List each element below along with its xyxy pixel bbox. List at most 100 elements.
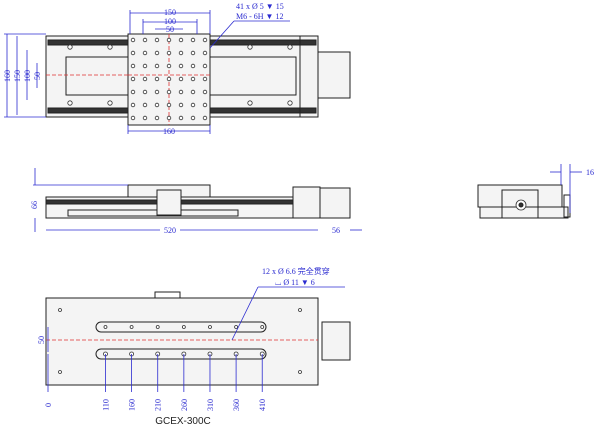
bottom-hole — [129, 325, 134, 329]
dim-left-160: 160 — [3, 70, 12, 82]
rail-screw — [247, 44, 253, 50]
rail-screw — [247, 100, 253, 106]
mount-hole — [190, 115, 196, 121]
mount-hole — [142, 37, 148, 43]
dim-50: 50 — [166, 25, 174, 34]
mount-hole — [190, 76, 196, 82]
mount-hole — [178, 76, 184, 82]
rail-screw — [67, 100, 73, 106]
rail-screw — [107, 100, 113, 106]
mount-hole — [130, 76, 136, 82]
mount-hole — [154, 37, 160, 43]
mount-hole — [202, 37, 208, 43]
end-view: 16 — [477, 164, 594, 219]
mount-hole — [178, 102, 184, 108]
position-label: 410 — [258, 399, 267, 411]
rail-screw — [287, 44, 293, 50]
mount-hole — [130, 102, 136, 108]
counterbore-callout: ⌴ Ø 11 ▼ 6 — [275, 278, 315, 287]
bottom-view: 12 x Ø 6.6 完全贯穿 ⌴ Ø 11 ▼ 6 50 0 110 160 210… — [37, 266, 351, 427]
mount-hole — [190, 63, 196, 69]
mount-hole — [178, 50, 184, 56]
bottom-hole — [260, 325, 265, 329]
bottom-hole — [208, 325, 212, 329]
mount-hole — [142, 89, 148, 95]
corner-hole — [298, 308, 302, 312]
motor-flange — [292, 186, 321, 219]
mount-hole — [154, 89, 160, 95]
side-view: 66 520 56 — [30, 168, 362, 235]
mount-hole — [154, 63, 160, 69]
dim-56: 56 — [332, 226, 340, 235]
dim-100: 100 — [164, 17, 176, 26]
dim-left-150: 150 — [13, 70, 22, 82]
corner-hole — [58, 308, 62, 312]
mount-hole — [166, 115, 172, 121]
mount-hole — [142, 63, 148, 69]
dim-66: 66 — [30, 201, 39, 209]
mount-hole — [154, 50, 160, 56]
motor-side — [319, 187, 351, 219]
mount-hole — [202, 50, 208, 56]
dim-left-100: 100 — [23, 70, 32, 82]
mount-hole — [166, 102, 172, 108]
mount-hole — [202, 76, 208, 82]
mount-hole — [130, 89, 136, 95]
mount-hole — [166, 50, 172, 56]
dim-520: 520 — [164, 226, 176, 235]
position-label: 210 — [154, 399, 163, 411]
mount-hole — [166, 76, 172, 82]
dim-left-50: 50 — [33, 72, 42, 80]
model-caption: GCEX-300C — [155, 416, 211, 427]
mount-hole — [202, 102, 208, 108]
dim-160: 160 — [163, 127, 175, 136]
dim-16: 16 — [586, 168, 594, 177]
corner-hole — [58, 370, 62, 374]
mount-hole — [178, 63, 184, 69]
mount-hole — [178, 37, 184, 43]
mount-hole — [178, 115, 184, 121]
mount-hole — [154, 102, 160, 108]
position-label: 160 — [128, 399, 137, 411]
position-label: 110 — [101, 399, 110, 411]
corner-hole — [298, 370, 302, 374]
mount-hole — [142, 76, 148, 82]
through-hole-callout: 12 x Ø 6.6 完全贯穿 — [262, 266, 330, 276]
dim-150: 150 — [164, 8, 176, 17]
top-view: 150 100 50 41 x Ø 5 ▼ 15 M6 - 6H ▼ 12 16… — [3, 2, 351, 136]
hole-callout: 41 x Ø 5 ▼ 15 — [236, 2, 284, 11]
mount-hole — [142, 102, 148, 108]
mount-hole — [142, 50, 148, 56]
mount-hole — [190, 37, 196, 43]
mount-hole — [166, 89, 172, 95]
thread-callout: M6 - 6H ▼ 12 — [236, 12, 283, 21]
mount-hole — [202, 63, 208, 69]
bottom-hole — [234, 325, 239, 329]
position-label: 0 — [44, 403, 53, 407]
mount-hole — [190, 89, 196, 95]
position-label: 260 — [180, 399, 189, 411]
motor — [317, 51, 351, 99]
dim-bottom-50: 50 — [37, 336, 46, 344]
bottom-hole — [181, 325, 186, 329]
mount-hole — [130, 37, 136, 43]
mount-hole — [190, 50, 196, 56]
rail-screw — [67, 44, 73, 50]
mount-hole — [142, 115, 148, 121]
mount-hole — [202, 89, 208, 95]
mount-hole — [130, 50, 136, 56]
mount-hole — [166, 63, 172, 69]
rail-screw — [287, 100, 293, 106]
mount-hole — [130, 63, 136, 69]
bottom-hole — [155, 325, 160, 329]
mount-hole — [202, 115, 208, 121]
mount-hole — [154, 76, 160, 82]
mount-hole — [154, 115, 160, 121]
mount-hole — [130, 115, 136, 121]
position-label: 360 — [232, 399, 241, 411]
mount-hole — [178, 89, 184, 95]
bottom-hole — [103, 325, 108, 329]
position-label: 310 — [206, 399, 215, 411]
